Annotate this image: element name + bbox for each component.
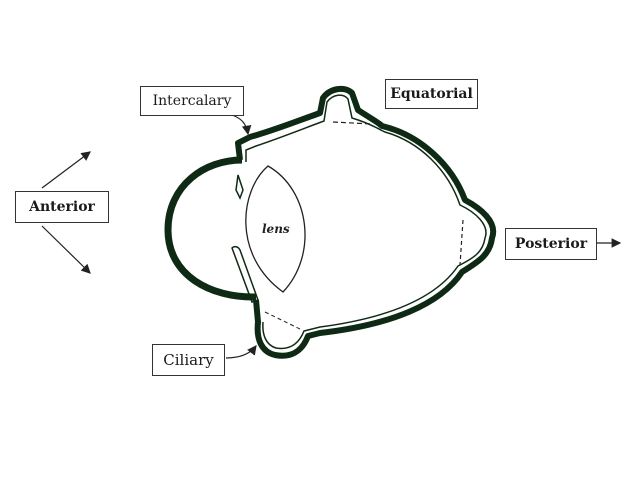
anterior-arrow-up — [41, 151, 91, 189]
ciliary-label: Ciliary — [152, 344, 225, 376]
iris-lower — [231, 245, 259, 303]
ciliary-dash — [264, 311, 303, 331]
intercalary-arrow — [231, 114, 252, 136]
choroid-line — [245, 94, 487, 350]
lens-shape — [245, 165, 306, 293]
anterior-label: Anterior — [15, 191, 109, 223]
posterior-label: Posterior — [505, 228, 597, 260]
posterior-dash — [459, 219, 464, 266]
anterior-arrow-down — [41, 225, 91, 274]
ciliary-arrow — [225, 345, 257, 359]
equatorial-dash — [332, 121, 373, 125]
iris-upper — [235, 174, 244, 200]
cornea — [164, 156, 257, 301]
sclera-wall — [235, 85, 497, 359]
lens-label: lens — [262, 222, 290, 236]
equatorial-label: Equatorial — [385, 79, 478, 109]
intercalary-label: Intercalary — [140, 86, 244, 116]
